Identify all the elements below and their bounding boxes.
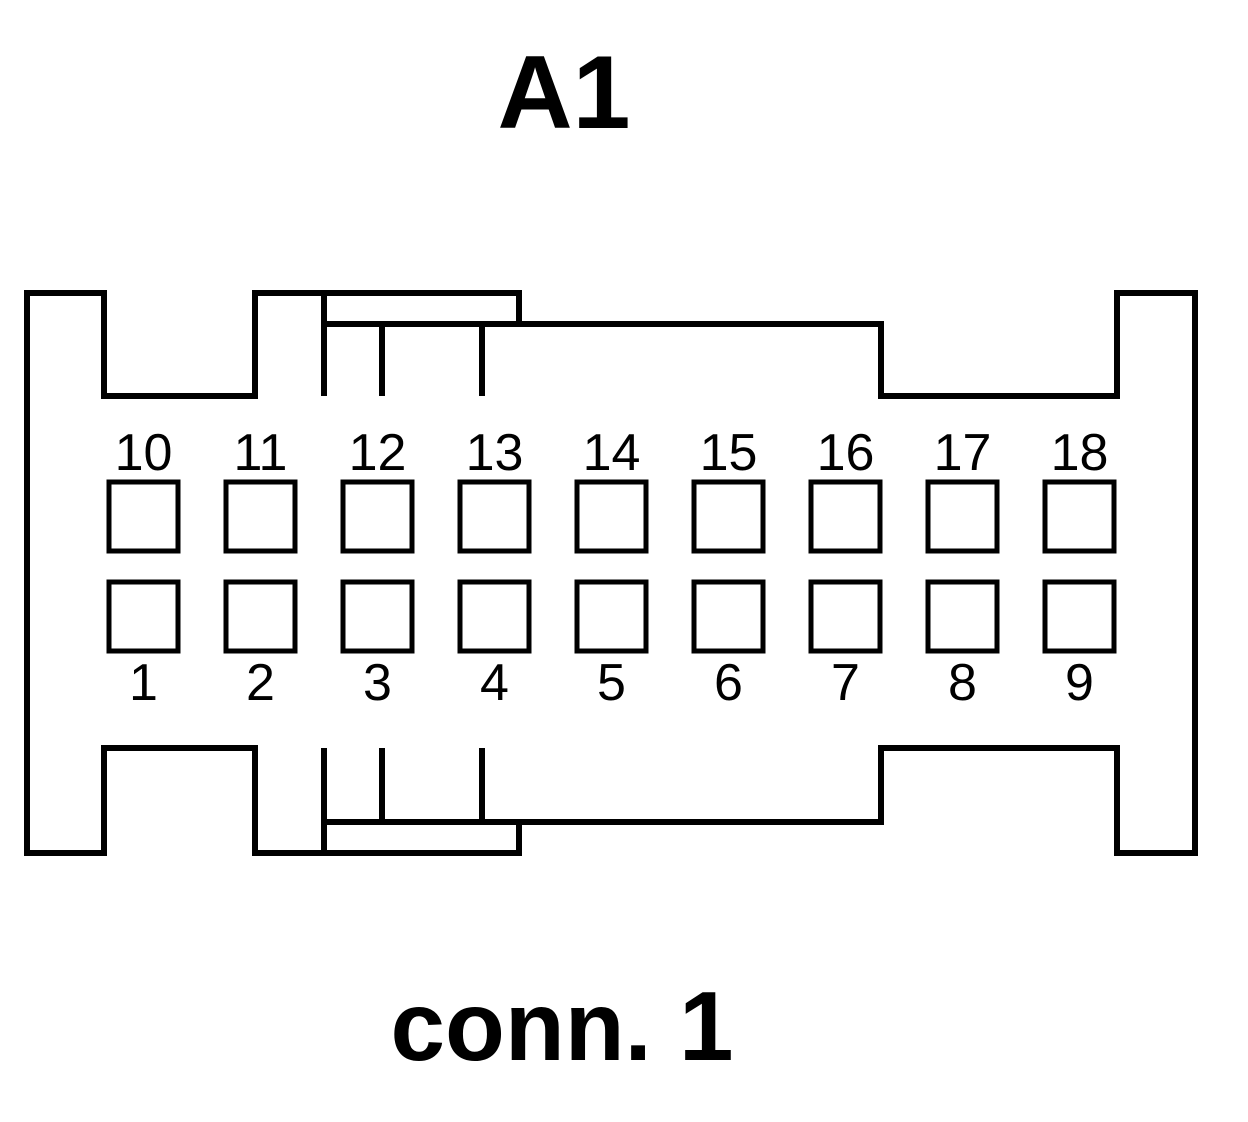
pin-cavity-17 [925,479,1000,554]
pin-number-7: 7 [831,654,860,712]
pin-cavity-11 [223,479,298,554]
pin-number-16: 16 [817,424,875,482]
pin-number-9: 9 [1065,654,1094,712]
pin-cavity-8 [925,579,1000,654]
pin-number-15: 15 [700,424,758,482]
pin-cavity-18 [1042,479,1117,554]
pin-number-6: 6 [714,654,743,712]
pin-cavity-9 [1042,579,1117,654]
pin-number-1: 1 [129,654,158,712]
pin-number-4: 4 [480,654,509,712]
connector-id-title: A1 [498,35,631,151]
pin-number-5: 5 [597,654,626,712]
pin-cavity-6 [691,579,766,654]
pin-cavity-4 [457,579,532,654]
pin-cavity-7 [808,579,883,654]
pin-number-10: 10 [115,424,173,482]
pin-number-12: 12 [349,424,407,482]
lower-latch [321,748,519,853]
pin-cavity-16 [808,479,883,554]
pin-cavity-12 [340,479,415,554]
pin-number-2: 2 [246,654,275,712]
pin-number-11: 11 [234,424,288,482]
pin-cavity-1 [106,579,181,654]
pin-number-8: 8 [948,654,977,712]
pin-cavity-5 [574,579,649,654]
pin-cavity-15 [691,479,766,554]
pin-number-18: 18 [1051,424,1109,482]
connector-caption: conn. 1 [390,971,733,1081]
pin-cavity-10 [106,479,181,554]
pin-cavity-2 [223,579,298,654]
pin-cavity-13 [457,479,532,554]
upper-latch [321,293,519,396]
connector-housing-outline [24,290,1198,856]
pin-number-13: 13 [466,424,524,482]
pin-number-3: 3 [363,654,392,712]
pin-cavity-14 [574,479,649,554]
pin-number-17: 17 [934,424,992,482]
pin-cavity-3 [340,579,415,654]
pin-number-14: 14 [583,424,641,482]
